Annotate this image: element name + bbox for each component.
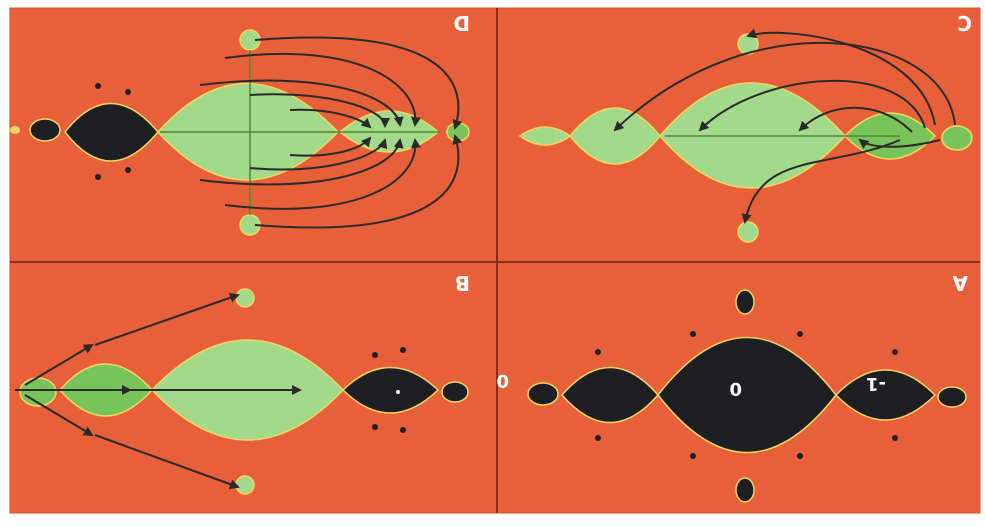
label-a-left: 0 [496, 370, 509, 391]
label-a-right: -1 [866, 373, 886, 394]
panel-c-arrows [613, 28, 956, 224]
panel-label-d: D [453, 11, 470, 35]
panel-label-a: A [952, 271, 968, 295]
panel-label-b: B [455, 271, 470, 295]
panel-a: 0 0 -1 A [496, 271, 968, 503]
panel-label-c: C [957, 11, 972, 35]
panel-b: B [15, 271, 470, 495]
panel-d: D [10, 11, 470, 236]
panel-a-shapes [527, 289, 967, 503]
panel-b-arrows [15, 292, 302, 489]
panel-c: C [518, 11, 973, 243]
background [10, 8, 980, 513]
panel-d-arrows [199, 36, 463, 229]
label-a-mid: 0 [729, 378, 742, 399]
